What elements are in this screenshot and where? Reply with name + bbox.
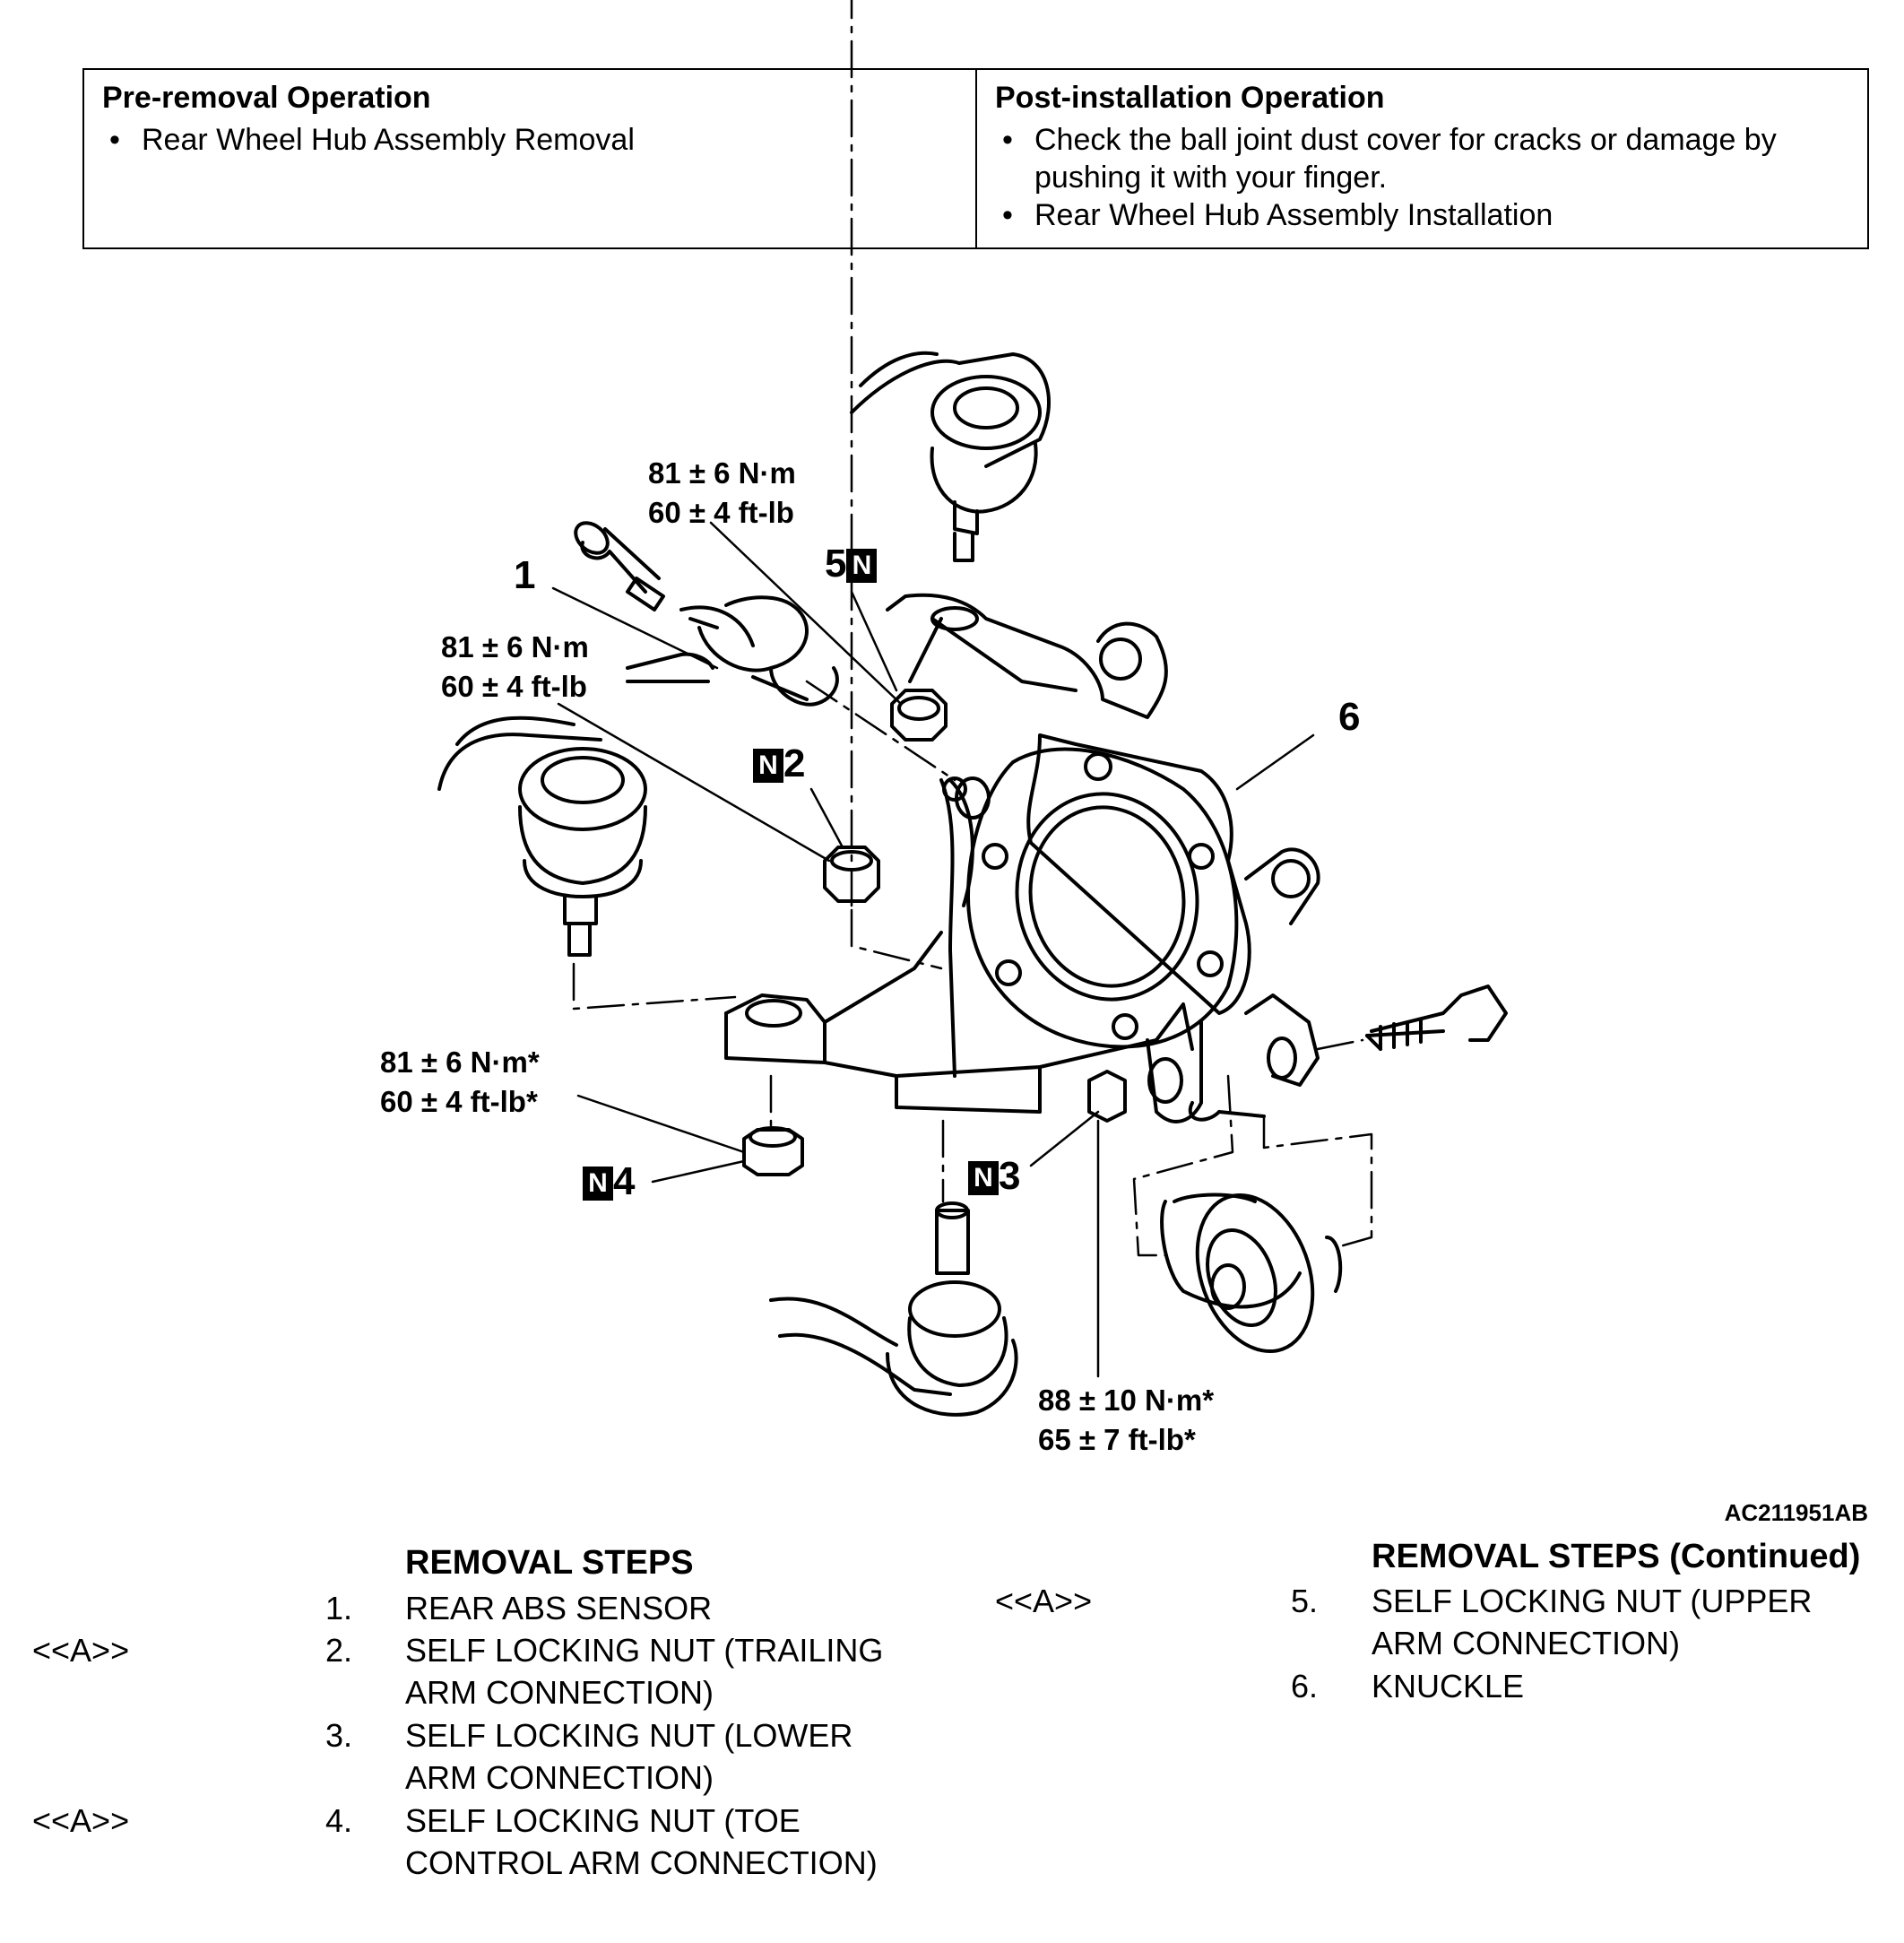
torque-label-nut-4: 81 ± 6 N·m* 60 ± 4 ft-lb* — [380, 1045, 540, 1118]
step-number: 3. — [325, 1717, 353, 1754]
step-text: ARM CONNECTION) — [1372, 1625, 1680, 1661]
trailing-arm-ball-joint — [437, 716, 647, 957]
step-number: 6. — [1291, 1668, 1319, 1704]
step-number: 2. — [325, 1632, 353, 1669]
new-part-marker: N — [968, 1161, 999, 1196]
pre-removal-column: Pre-removal Operation Rear Wheel Hub Ass… — [84, 70, 977, 247]
step-number: 1. — [325, 1590, 353, 1626]
lower-arm-ball-joint — [769, 1201, 1018, 1417]
new-part-marker: N — [753, 749, 783, 784]
torque-label-nut-5: 81 ± 6 N·m 60 ± 4 ft-lb — [648, 456, 796, 529]
torque-label-nut-3: 88 ± 10 N·m* 65 ± 7 ft-lb* — [1038, 1384, 1215, 1456]
step-text: SELF LOCKING NUT (TRAILING — [405, 1632, 884, 1669]
pre-removal-item: Rear Wheel Hub Assembly Removal — [102, 121, 957, 159]
nut-4 — [742, 1126, 804, 1176]
step-number: 4. — [325, 1802, 353, 1839]
callout-1: 1 — [514, 553, 536, 597]
through-bolt — [1365, 985, 1508, 1051]
new-part-marker: N — [846, 549, 878, 584]
new-part-marker: N — [583, 1167, 613, 1201]
post-installation-list: Check the ball joint dust cover for crac… — [995, 121, 1849, 234]
lower-arm-bushing — [1160, 1193, 1343, 1354]
torque-label-nut-2: 81 ± 6 N·m 60 ± 4 ft-lb — [441, 630, 589, 703]
note-marker: <<A>> — [995, 1583, 1093, 1619]
step-text: KNUCKLE — [1372, 1668, 1525, 1704]
post-installation-title: Post-installation Operation — [995, 81, 1385, 115]
post-installation-column: Post-installation Operation Check the ba… — [977, 70, 1867, 247]
step-text: REAR ABS SENSOR — [405, 1590, 713, 1626]
alignment-lines — [572, 0, 1373, 1257]
nut-5 — [890, 689, 948, 742]
step-text: SELF LOCKING NUT (LOWER — [405, 1717, 853, 1754]
post-installation-item: Check the ball joint dust cover for crac… — [995, 121, 1849, 196]
step-text: ARM CONNECTION) — [405, 1674, 714, 1711]
nut-3 — [1087, 1070, 1127, 1123]
pre-removal-title: Pre-removal Operation — [102, 81, 431, 115]
removal-steps-heading: REMOVAL STEPS — [405, 1544, 694, 1582]
abs-sensor — [574, 521, 839, 707]
post-installation-item: Rear Wheel Hub Assembly Installation — [995, 196, 1849, 234]
step-text: SELF LOCKING NUT (TOE — [405, 1802, 801, 1839]
step-text: SELF LOCKING NUT (UPPER — [1372, 1583, 1813, 1619]
step-text: CONTROL ARM CONNECTION) — [405, 1844, 878, 1881]
upper-arm-ball-joint — [850, 351, 1051, 562]
step-number: 5. — [1291, 1583, 1319, 1619]
knuckle — [724, 593, 1320, 1123]
callout-6: 6 — [1338, 695, 1361, 739]
figure-id: AC211951AB — [1724, 1499, 1868, 1526]
step-text: ARM CONNECTION) — [405, 1759, 714, 1796]
removal-steps-continued-heading: REMOVAL STEPS (Continued) — [1372, 1538, 1861, 1575]
pre-removal-list: Rear Wheel Hub Assembly Removal — [102, 121, 957, 159]
operations-table: Pre-removal Operation Rear Wheel Hub Ass… — [82, 68, 1869, 249]
note-marker: <<A>> — [32, 1802, 130, 1839]
note-marker: <<A>> — [32, 1632, 130, 1669]
leader-lines — [551, 521, 1315, 1378]
